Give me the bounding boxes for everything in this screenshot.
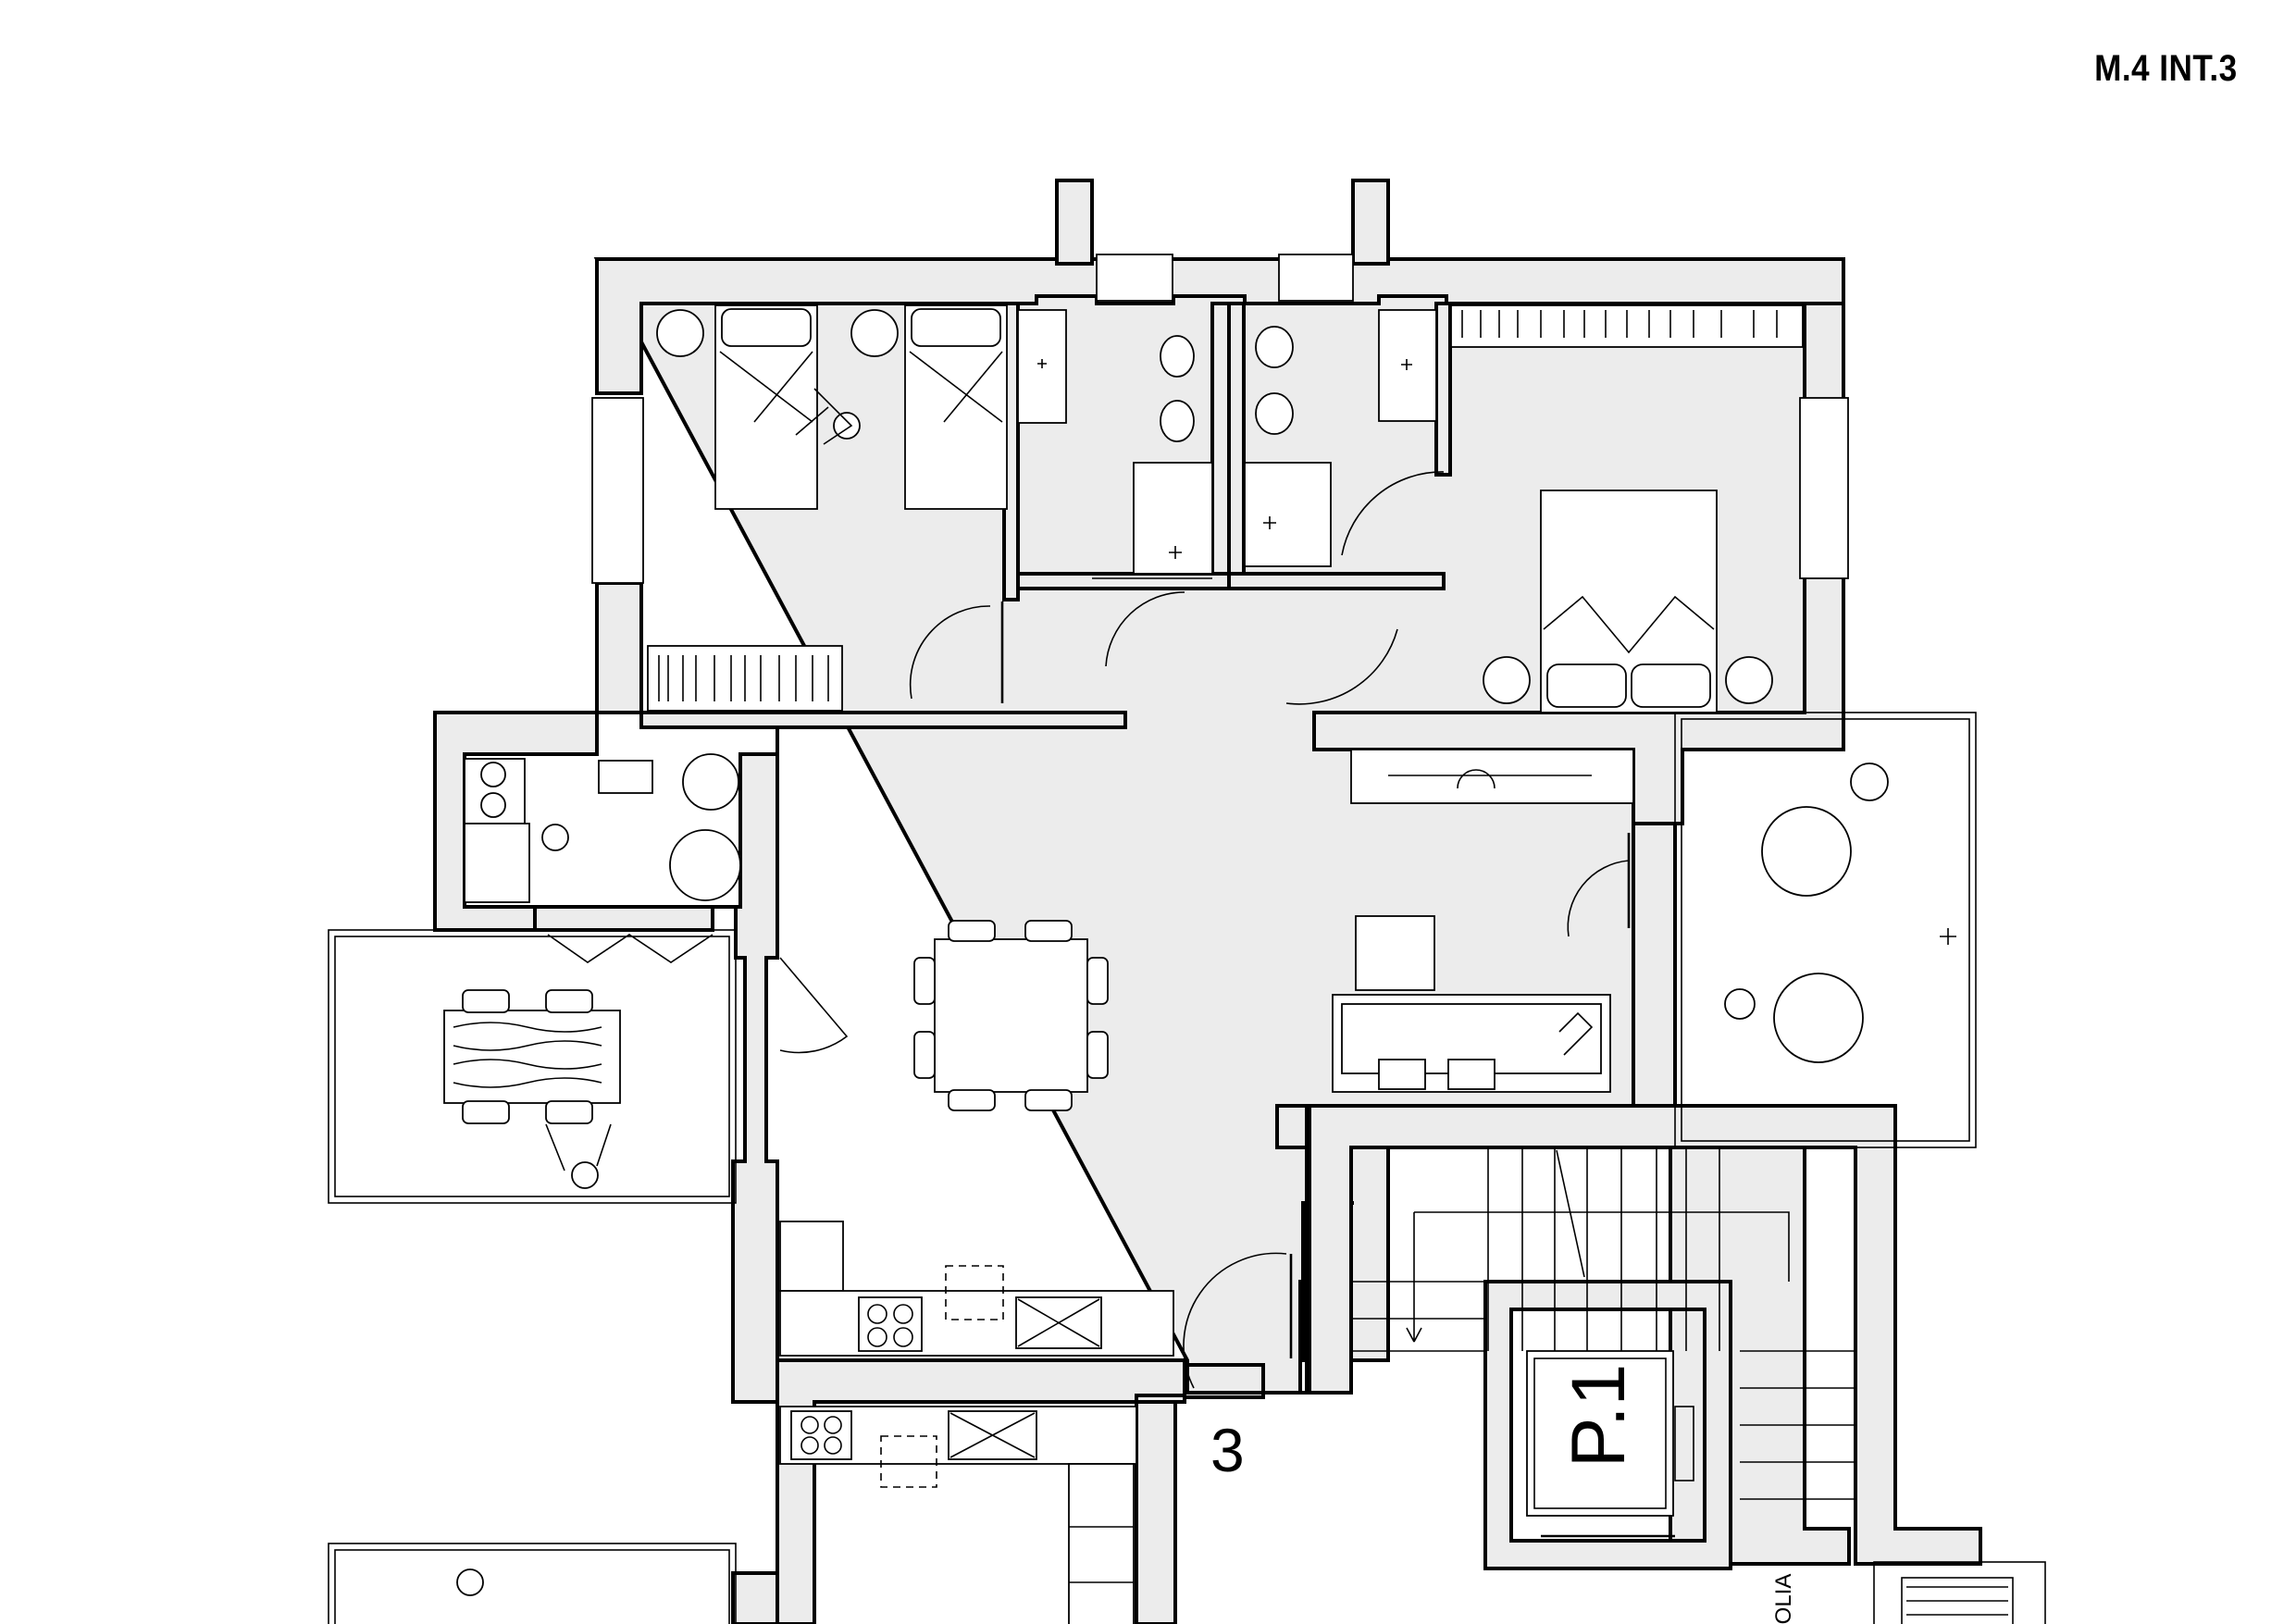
utility-room — [464, 753, 741, 963]
person-icon — [1724, 988, 1756, 1020]
kitchen-counter — [779, 1290, 1174, 1357]
lamp-icon — [1725, 656, 1773, 704]
tv-unit — [1350, 749, 1634, 804]
stair-note-label: OLIA — [1771, 1574, 1796, 1624]
outdoor-table — [443, 1010, 621, 1104]
armchair-icon — [1761, 806, 1852, 897]
bedroom-twin — [647, 304, 1008, 712]
wc-icon — [1255, 326, 1294, 368]
boiler-icon — [682, 753, 739, 811]
person-icon — [456, 1568, 484, 1596]
person-icon — [571, 1161, 599, 1189]
lamp-icon — [1850, 762, 1889, 801]
stair-core — [1351, 1147, 1855, 1538]
lamp-icon — [656, 309, 704, 357]
hob-icon — [790, 1410, 852, 1460]
hob-icon — [858, 1296, 923, 1352]
wall-bands — [433, 179, 1982, 1624]
armchair-icon — [1773, 973, 1864, 1063]
person-icon — [833, 412, 861, 440]
dining-table — [934, 938, 1088, 1093]
stair-lower-right — [1873, 1561, 2046, 1624]
bidet-icon — [1160, 400, 1195, 442]
shower-tray — [1244, 462, 1332, 567]
lift-label: P.1 — [1557, 1364, 1641, 1469]
balcony-left — [328, 929, 737, 1204]
lamp-icon — [850, 309, 899, 357]
person-icon — [541, 824, 569, 851]
balcony-right — [1674, 712, 1977, 1148]
lift-cabin — [1526, 1350, 1674, 1517]
living-area — [1332, 749, 1634, 1093]
bathroom-right — [1244, 309, 1445, 705]
shower-tray — [1133, 462, 1213, 575]
kitchen — [779, 1221, 1293, 1389]
lamp-icon — [1483, 656, 1531, 704]
windows — [591, 254, 1849, 584]
balcony-left-lower — [328, 1543, 737, 1624]
wc-icon — [1160, 335, 1195, 378]
bathroom-left — [1017, 309, 1213, 667]
dining-area — [779, 920, 1109, 1111]
bedroom-double — [1450, 304, 1804, 713]
water-heater-icon — [669, 829, 741, 901]
kitchen-lower — [779, 1406, 1137, 1624]
unit-number-label: 3 — [1210, 1416, 1245, 1484]
sheet-title: M.4 INT.3 — [2094, 48, 2238, 89]
washbasin — [1378, 309, 1437, 422]
bidet-icon — [1255, 392, 1294, 435]
